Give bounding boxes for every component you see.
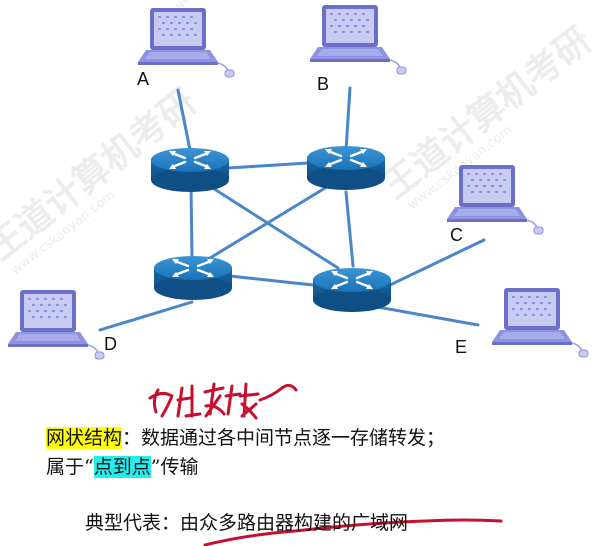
link-r1-r2 (226, 161, 310, 170)
mesh-structure-term: 网状结构 (46, 427, 123, 449)
link-r2-r4 (344, 190, 355, 268)
typical-example: 典型代表：由众多路由器构建的广域网 (85, 512, 409, 534)
mesh-description: ：数据通过各中间节点逐一存储转发； (122, 427, 446, 449)
point-to-point-term: 点到点 (93, 456, 151, 478)
link-r3-d (98, 300, 194, 332)
node-label-c: C (450, 225, 463, 245)
node-label-d: D (104, 334, 117, 354)
handwritten-underline (203, 518, 503, 546)
watermark: 王道计算机考研 王道计算机考研 www.cskaoyan.com www.csk… (0, 0, 598, 278)
node-label-b: B (317, 74, 329, 94)
link-a-r1 (176, 88, 192, 152)
router-icon (311, 266, 393, 314)
belongs-suffix: ”传输 (150, 456, 199, 478)
laptop-icon (491, 287, 589, 358)
belongs-prefix: 属于“ (46, 456, 94, 478)
transmission-type-line: 属于“点到点”传输 (46, 452, 198, 479)
handwritten-annotation (148, 382, 298, 420)
network-links (98, 86, 486, 332)
link-r2-r3 (208, 183, 332, 260)
link-r1-r4 (206, 183, 340, 270)
router-icon (152, 254, 234, 302)
node-label-a: A (137, 69, 149, 89)
laptop-icon (446, 164, 544, 235)
link-r3-r4 (228, 274, 315, 287)
router-icon (305, 144, 387, 192)
link-r4-e (370, 304, 480, 327)
mesh-description-line: 网状结构：数据通过各中间节点逐一存储转发； (46, 423, 445, 450)
link-r1-r3 (189, 183, 194, 260)
node-label-e: E (455, 337, 467, 357)
link-r4-c (388, 238, 486, 287)
link-b-r2 (344, 86, 352, 152)
laptop-icon (137, 7, 235, 78)
laptop-icon (7, 289, 105, 360)
router-icon (149, 146, 231, 194)
laptop-icon (309, 4, 407, 75)
